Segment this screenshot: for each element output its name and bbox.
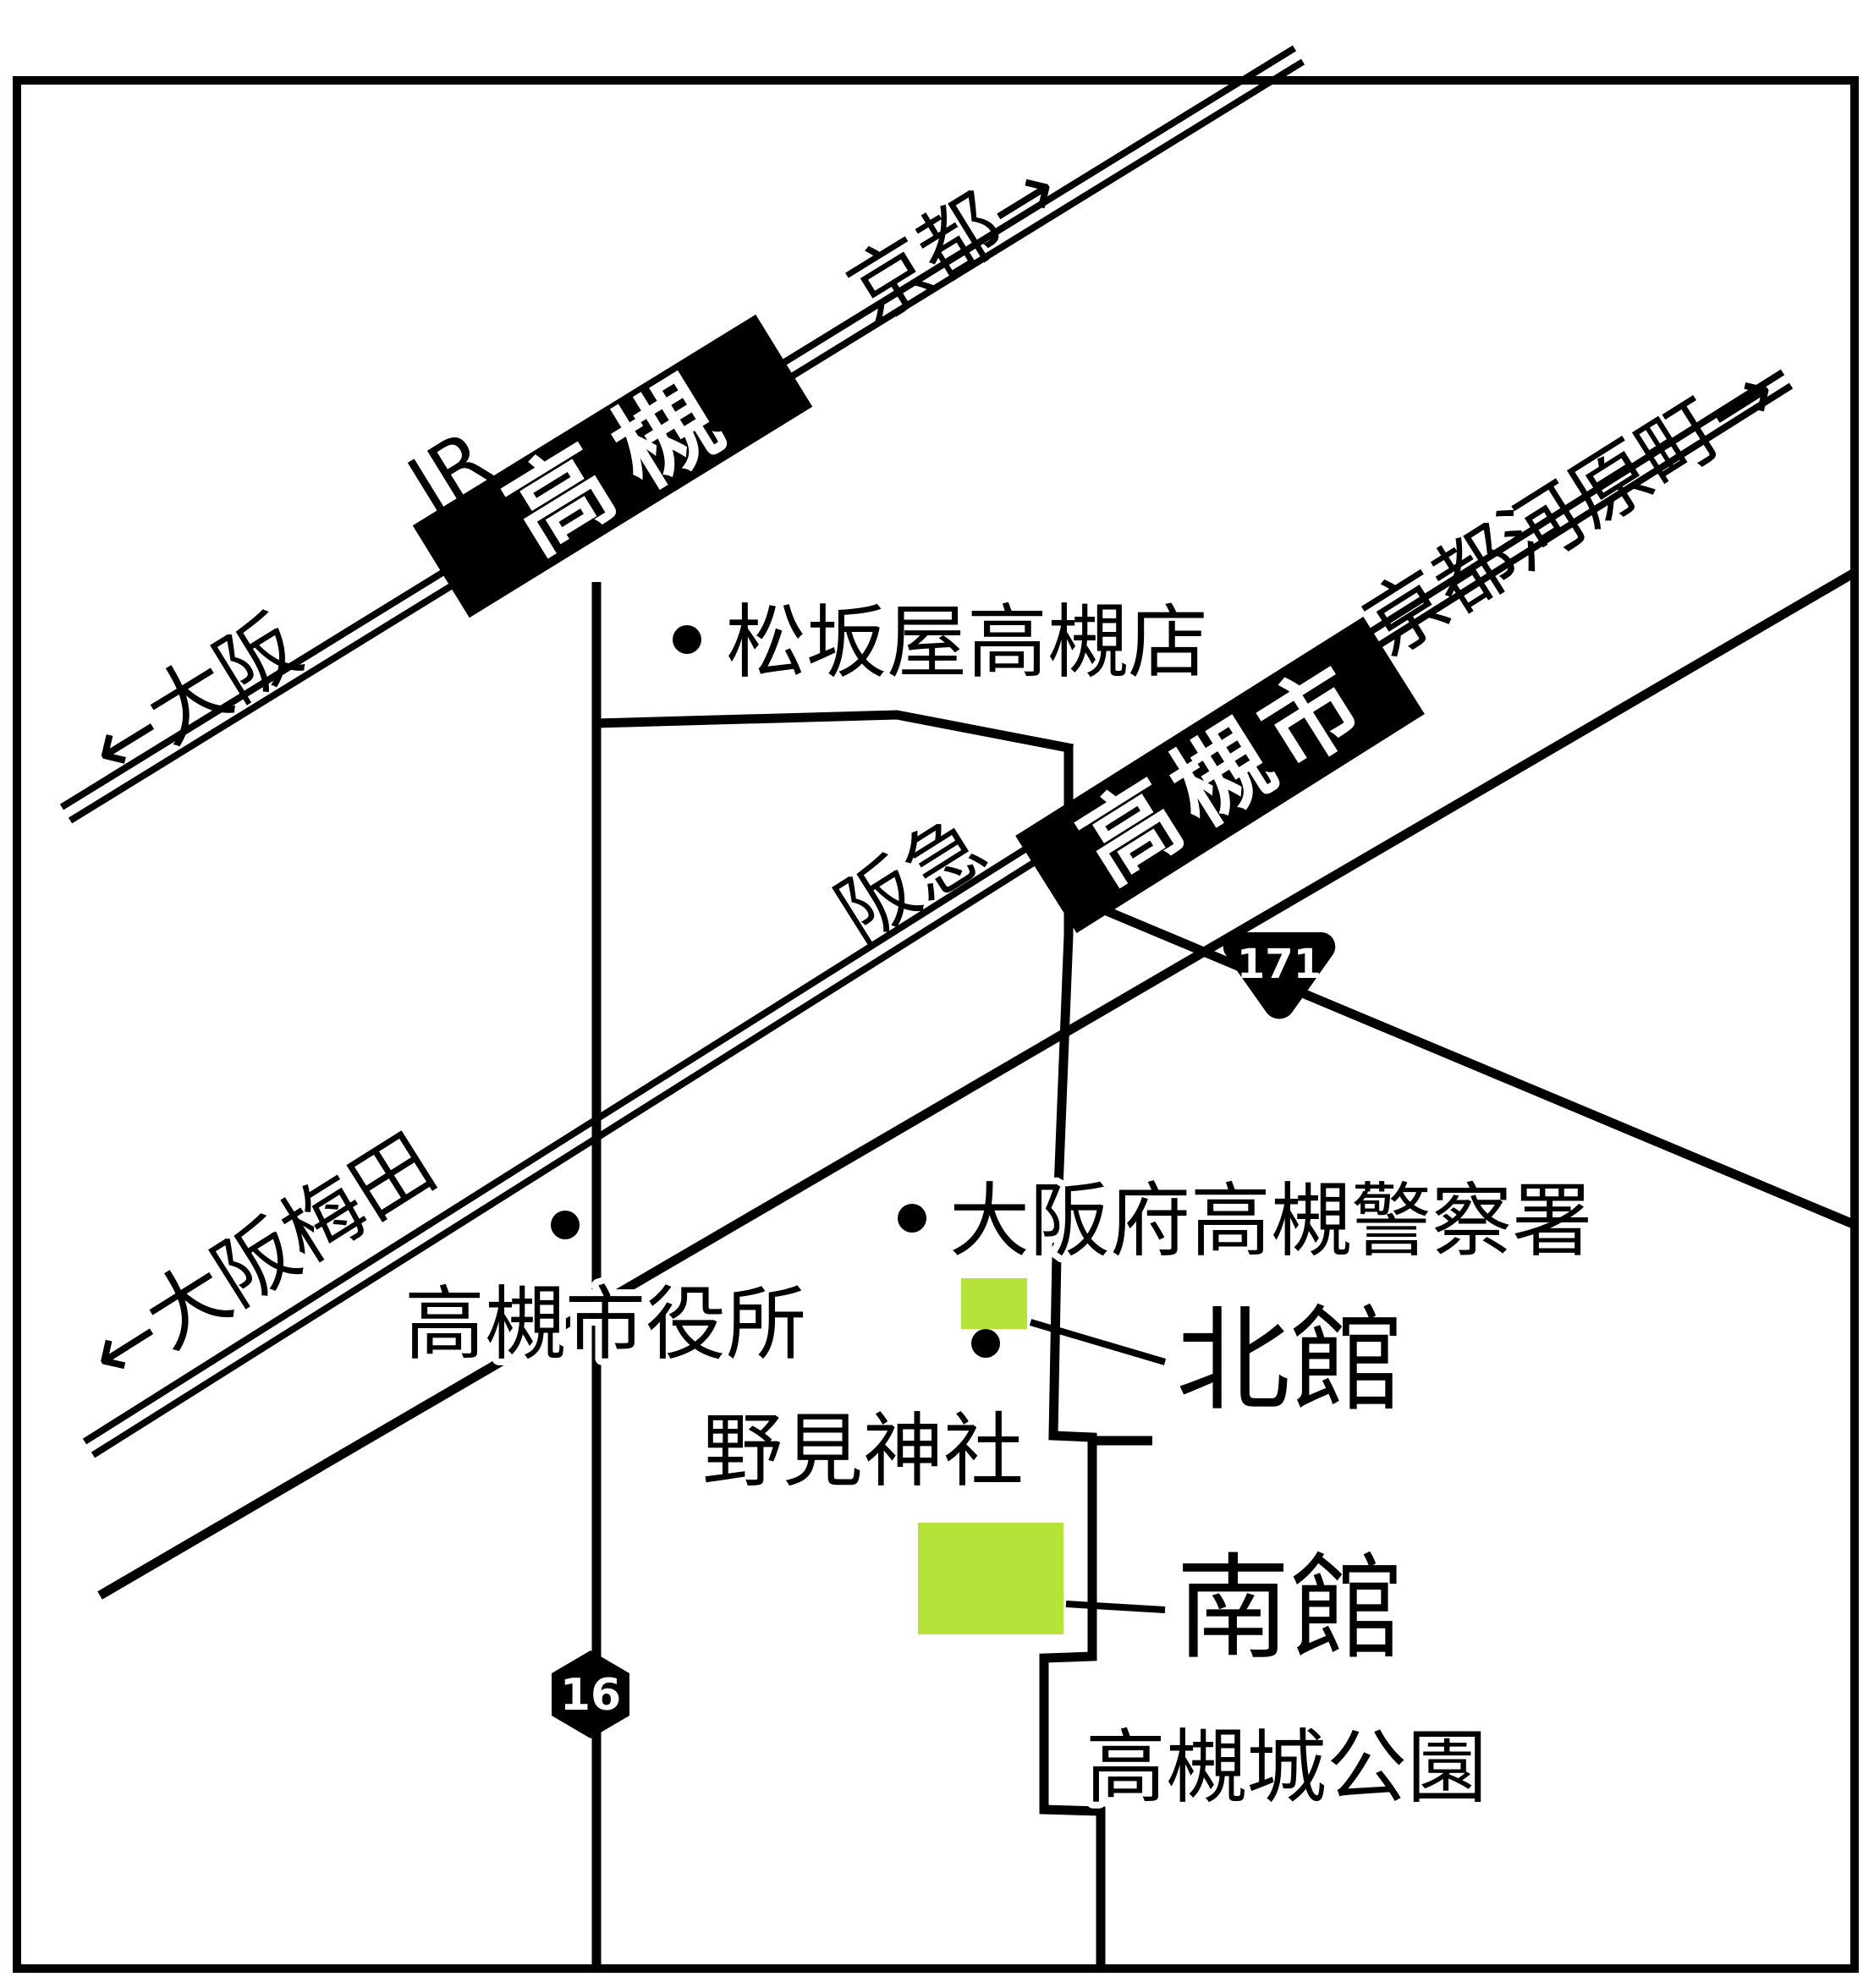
hankyu-rail-track-1 (82, 369, 1785, 1445)
road-city-north-south (1039, 744, 1106, 1971)
jr-station-label: 高槻 (487, 346, 759, 575)
nomi-shrine-label: 野見神社 (702, 1405, 1024, 1498)
hankyu-line-name-label: 阪急 (821, 799, 1001, 959)
hankyu-railway-line (82, 369, 1794, 1458)
south-building-shape (918, 1523, 1063, 1634)
road-to-hankyu-station (596, 710, 1074, 754)
city-hall-dot (551, 1211, 580, 1239)
route-16-number: 16 (560, 1670, 621, 1721)
landmarks: 松坂屋高槻店 大阪府高槻警察署 高槻市役所 野見神社 高槻城公園 (398, 590, 1599, 1821)
route-171-number: 171 (1237, 941, 1322, 988)
city-hall-label: 高槻市役所 (404, 1278, 806, 1371)
roads (97, 569, 1858, 1971)
map-border (13, 76, 1859, 1973)
jr-direction-kyoto-label: 京都→ (833, 142, 1075, 341)
hankyu-direction-umeda-label: ←大阪梅田 (73, 1117, 452, 1403)
road-long-diagonal (97, 569, 1855, 1600)
route-171-badge: 171 (1223, 932, 1336, 1019)
north-building-label: 北館 (1176, 1294, 1404, 1427)
south-building-label: 南館 (1176, 1542, 1404, 1675)
hankyu-station-box (1015, 616, 1425, 934)
jr-direction-osaka-label: ←大阪 (74, 598, 316, 797)
matsuzakaya-label: 松坂屋高槻店 (726, 596, 1208, 689)
matsuzakaya-dot (673, 625, 701, 654)
hankyu-direction-kawaramachi-label: 京都河原町→ (1349, 346, 1795, 675)
hankyu-rail-track-2 (91, 382, 1794, 1458)
south-building-leader-line (1065, 1601, 1166, 1613)
route-171-shield-icon (1223, 932, 1336, 1019)
route-16-hexagon-icon (552, 1650, 629, 1738)
north-building-leader-line (1029, 1319, 1167, 1365)
police-station-label: 大阪府高槻警察署 (949, 1175, 1592, 1268)
route-16-badge: 16 (552, 1650, 629, 1738)
nomi-shrine-dot (971, 1329, 1000, 1358)
road-route-171 (1066, 890, 1858, 1230)
police-station-dot (898, 1204, 926, 1233)
north-building-shape (961, 1278, 1027, 1329)
jr-station-box (412, 314, 813, 618)
castle-park-label: 高槻城公園 (1085, 1722, 1487, 1815)
